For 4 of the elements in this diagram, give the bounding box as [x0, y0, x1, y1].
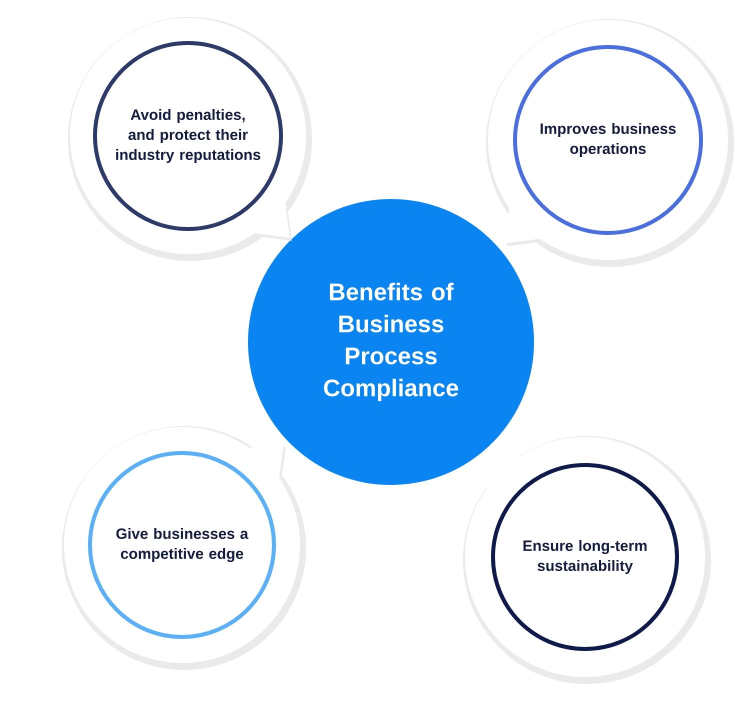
speech-bubble: Improves business operations	[486, 19, 734, 267]
speech-bubble: Ensure long-term sustainability	[463, 436, 711, 684]
speech-bubble: Avoid penalties, and protect their industry reputations	[68, 17, 312, 261]
speech-bubble: Give businesses a competitive edge	[62, 426, 306, 670]
